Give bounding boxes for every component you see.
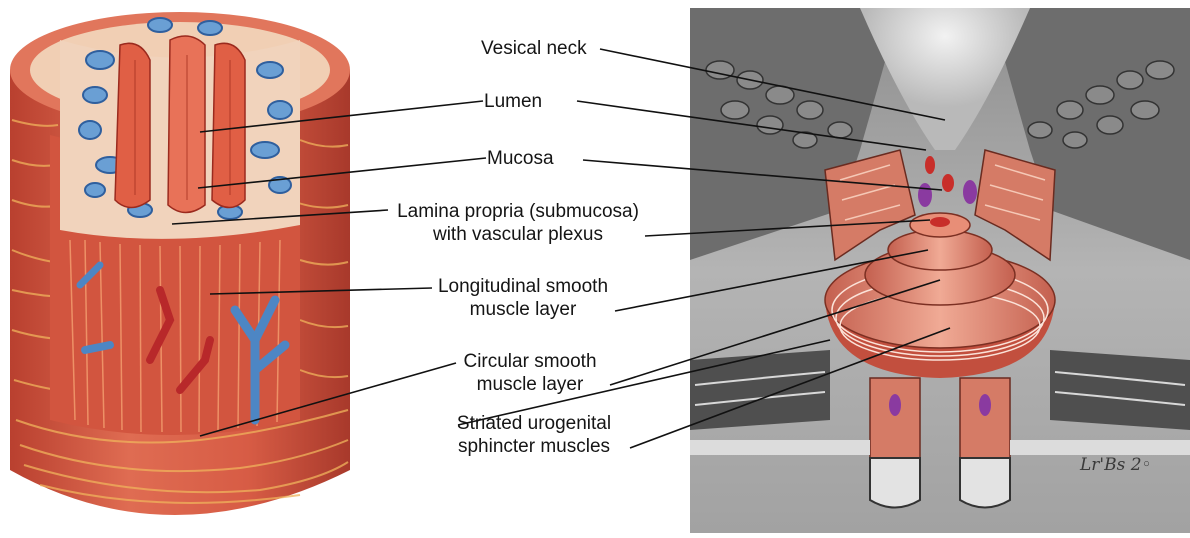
label-circular-line2: muscle layer xyxy=(455,373,605,396)
label-longitudinal-line2: muscle layer xyxy=(428,298,618,321)
label-mucosa: Mucosa xyxy=(487,147,554,170)
label-circular-line1: Circular smooth xyxy=(455,350,605,373)
label-longitudinal-line1: Longitudinal smooth xyxy=(428,275,618,298)
label-lamina-line2: with vascular plexus xyxy=(393,223,643,246)
label-lamina-propria: Lamina propria (submucosa) with vascular… xyxy=(393,200,643,246)
urethra-cylinder-illustration xyxy=(10,12,350,515)
label-striated-sphincter: Striated urogenital sphincter muscles xyxy=(444,412,624,458)
label-striated-line2: sphincter muscles xyxy=(444,435,624,458)
label-striated-line1: Striated urogenital xyxy=(444,412,624,435)
label-lumen: Lumen xyxy=(484,90,542,113)
label-longitudinal-muscle: Longitudinal smooth muscle layer xyxy=(428,275,618,321)
label-lamina-line1: Lamina propria (submucosa) xyxy=(393,200,643,223)
artist-signature: Lr'Bs 2◦ xyxy=(1080,455,1152,475)
label-vesical-neck: Vesical neck xyxy=(481,37,587,60)
label-circular-muscle: Circular smooth muscle layer xyxy=(455,350,605,396)
